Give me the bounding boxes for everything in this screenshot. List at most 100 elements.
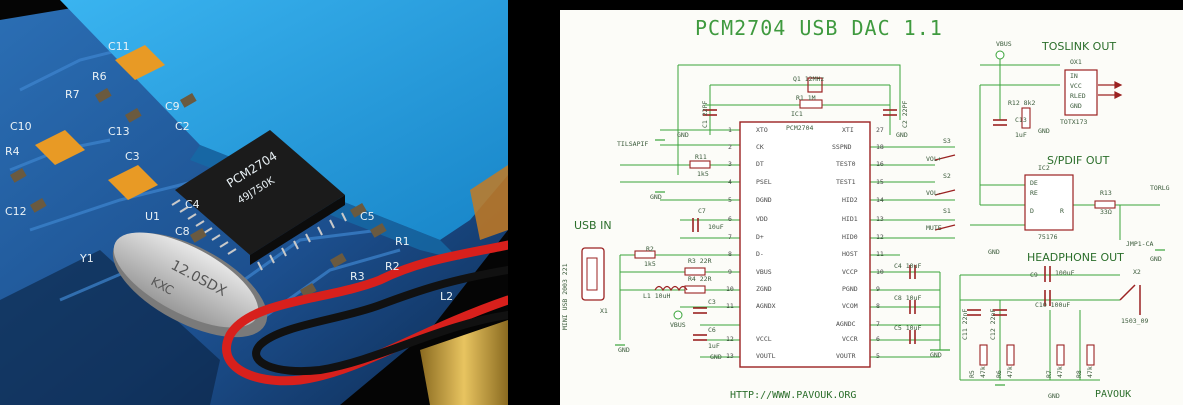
label-r3: R3 22R [688, 257, 712, 265]
label-c2: C2 22PF [901, 100, 909, 128]
label-c6-value: 1uF [708, 342, 720, 350]
ic1-num-r1: 18 [876, 143, 884, 151]
ic1-pin-dp: D+ [756, 233, 764, 241]
label-r13: R13 [1100, 189, 1112, 197]
label-vbus-left: VBUS [670, 321, 686, 329]
label-r2: R2 [646, 245, 654, 253]
ic1-pin-ck: CK [756, 143, 764, 151]
label-c9-value: 100uF [1055, 269, 1075, 277]
label-r11: R11 [695, 153, 707, 161]
ic1-pin-dt: DT [756, 160, 764, 168]
ic1-num-r6: 12 [876, 233, 884, 241]
label-c1: C1 22PF [701, 100, 709, 128]
tantalum-capacitors [35, 45, 165, 200]
ground-symbols [615, 139, 1165, 386]
ic1-pin-hid1: HID1 [842, 215, 858, 223]
ic1-pin-voutr: VOUTR [836, 352, 856, 360]
label-s2: S2 [943, 172, 951, 180]
label-c5: C5 10uF [894, 324, 922, 332]
silk-C4: C4 [185, 198, 200, 211]
silk-R1: R1 [395, 235, 410, 248]
label-r8: R8 [1075, 370, 1083, 378]
silk-Y1: Y1 [79, 252, 94, 265]
label-c13: C13 [1015, 116, 1027, 124]
gnd-label-7: GND [988, 248, 1000, 256]
pcb-photo-illustration: PCM2704 49J750K 12.0SDX KXC [0, 0, 508, 405]
ox1-body [1064, 69, 1098, 116]
label-mute: MUTE [926, 224, 942, 232]
ic1-num-r9: 9 [876, 285, 880, 293]
smd-components [10, 88, 387, 298]
ic1-pin-host: HOST [842, 250, 858, 258]
label-ic2: IC2 [1038, 164, 1050, 172]
ic1-pin-agndx: AGNDX [756, 302, 776, 310]
ic1-pin-xto: XTO [756, 126, 768, 134]
l1-inductor [654, 285, 688, 292]
gnd-label-10: GND [1048, 392, 1060, 400]
silk-R2: R2 [385, 260, 400, 273]
gnd-label-9: GND [1150, 255, 1162, 263]
ic1-pin-hid0: HID0 [842, 233, 858, 241]
resistors [634, 99, 1116, 366]
ic1-num-l9: 10 [726, 285, 734, 293]
gnd-label-8: GND [1038, 127, 1050, 135]
label-l1: L1 10uH [643, 292, 671, 300]
silk-R3: R3 [350, 270, 365, 283]
label-ox1-vcc: VCC [1070, 82, 1082, 90]
gnd-label-1: GND [677, 131, 689, 139]
label-r12: R12 8k2 [1008, 99, 1036, 107]
label-c3: C3 [708, 298, 716, 306]
label-ox1-in: IN [1070, 72, 1078, 80]
ic1-pin-test1: TEST1 [836, 178, 856, 186]
ic1-pin-xti: XTI [842, 126, 854, 134]
ic1-num-r2: 16 [876, 160, 884, 168]
label-tilsapif: TILSAPIF [617, 140, 649, 148]
ic1-num-l1: 2 [728, 143, 732, 151]
label-ic2-de: DE [1030, 179, 1038, 187]
ic1-num-l2: 3 [728, 160, 732, 168]
ic1-ref: IC1 [791, 110, 803, 118]
ic1-pin-hid2: HID2 [842, 196, 858, 204]
footer-url: HTTP://WWW.PAVOUK.ORG [730, 390, 857, 401]
label-c11: C11 22nF [961, 308, 969, 340]
schematic-diagram: PCM2704 USB DAC 1.1 TOSLINK OUT S/PDIF O… [560, 10, 1183, 405]
label-vol-plus: VOL+ [926, 155, 942, 163]
label-c9: C9 [1030, 271, 1038, 279]
silk-C2: C2 [175, 120, 190, 133]
label-c7-value: 10uF [708, 223, 724, 231]
label-r6: R6 [995, 370, 1003, 378]
section-usb-in: USB IN [574, 219, 612, 232]
ic1-num-l3: 4 [728, 178, 732, 186]
ic1-num-l12: 13 [726, 352, 734, 360]
ic1-pin-voutl: VOUTL [756, 352, 776, 360]
silk-U1: U1 [145, 210, 160, 223]
silk-R7: R7 [65, 88, 80, 101]
ic1-num-l7: 8 [728, 250, 732, 258]
label-r4: R4 22R [688, 275, 712, 283]
ic1-num-r8: 10 [876, 268, 884, 276]
label-r2-value: 1k5 [644, 260, 656, 268]
ic1-body [739, 121, 871, 368]
ic1-pin-zgnd: ZGND [756, 285, 772, 293]
label-s3: S3 [943, 137, 951, 145]
q1-symbol [807, 77, 823, 93]
label-r13-value: 33Ω [1100, 208, 1112, 216]
silk-C12: C12 [5, 205, 27, 218]
label-c8: C8 10uF [894, 294, 922, 302]
ic1-pin-dm: D- [756, 250, 764, 258]
label-r7: R7 [1045, 370, 1053, 378]
label-mini-usb: MINI USB 2003 221 [561, 263, 569, 330]
label-x2-value: 1503_09 [1121, 317, 1149, 325]
label-s1: S1 [943, 207, 951, 215]
ic1-num-l6: 7 [728, 233, 732, 241]
ic1-pin-vbus: VBUS [756, 268, 772, 276]
ic1-num-l10: 11 [726, 302, 734, 310]
label-r6-value: 47k [1006, 366, 1014, 378]
ic1-num-r13: 5 [876, 352, 880, 360]
ic1-name: PCM2704 [786, 124, 814, 132]
ic1-pin-sspnd: SSPND [832, 143, 852, 151]
gnd-label-4: GND [618, 346, 630, 354]
gnd-label-6: GND [930, 351, 942, 359]
label-r5-value: 47k [979, 366, 987, 378]
section-toslink: TOSLINK OUT [1042, 40, 1117, 53]
